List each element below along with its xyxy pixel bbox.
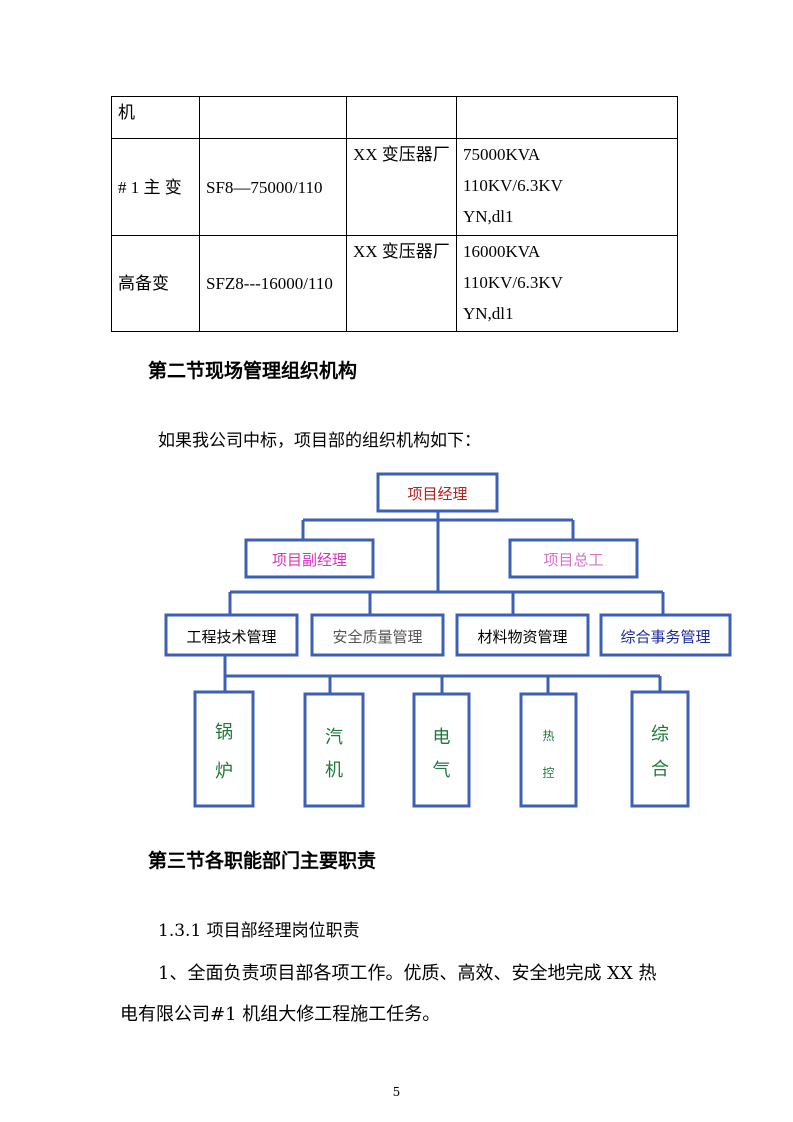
table-cell: 机 <box>111 96 200 139</box>
org-char: 电 <box>433 727 451 748</box>
org-label: 项目副经理 <box>272 551 347 569</box>
org-connectors <box>223 511 665 694</box>
org-char: 炉 <box>215 761 233 782</box>
org-box-level3: 工程技术管理 安全质量管理 材料物资管理 综合事务管理 <box>164 613 732 657</box>
table-cell: XX 变压器厂 <box>346 235 457 332</box>
table-cell: SFZ8---16000/110 <box>199 235 347 332</box>
org-box-root: 项目经理 <box>376 472 499 513</box>
section-title: 第三节各职能部门主要职责 <box>148 850 377 872</box>
table-cell <box>199 96 347 139</box>
org-char: 汽 <box>325 727 343 748</box>
intro-paragraph: 如果我公司中标，项目部的组织机构如下： <box>158 431 481 451</box>
org-box-level2: 项目副经理 项目总工 <box>244 538 639 579</box>
paragraph-line: 1、全面负责项目部各项工作。优质、高效、安全地完成 XX 热 <box>158 963 657 984</box>
org-label: 项目经理 <box>407 485 467 503</box>
org-box-level4: 锅 炉 汽 机 电 气 热 控 综 合 <box>193 690 690 808</box>
org-label: 材料物资管理 <box>477 628 567 646</box>
org-char: 锅 <box>215 722 233 743</box>
org-char: 热 <box>542 729 554 743</box>
org-label: 项目总工 <box>543 551 603 569</box>
table-row: # 1 主 变 SF8—75000/110 XX 变压器厂 75000KVA 1… <box>111 138 678 236</box>
org-char: 控 <box>542 766 554 780</box>
org-char: 综 <box>651 724 669 745</box>
table-row: 高备变 SFZ8---16000/110 XX 变压器厂 16000KVA 11… <box>111 235 678 332</box>
subsection-title: 1.3.1 项目部经理岗位职责 <box>158 921 360 941</box>
equipment-table: 机 # 1 主 变 SF8—75000/110 XX 变压器厂 75000KVA… <box>111 96 678 332</box>
org-char: 机 <box>325 760 343 781</box>
page-number: 5 <box>392 1085 401 1099</box>
section-title: 第二节现场管理组织机构 <box>148 360 358 382</box>
org-char: 气 <box>433 760 451 781</box>
table-cell: # 1 主 变 <box>111 138 200 236</box>
org-label: 工程技术管理 <box>186 628 276 646</box>
org-char: 合 <box>651 759 669 780</box>
table-cell: 高备变 <box>111 235 200 332</box>
paragraph-line: 电有限公司#1 机组大修工程施工任务。 <box>120 1004 441 1025</box>
table-cell: 16000KVA 110KV/6.3KV YN,dl1 <box>456 235 678 332</box>
table-cell: XX 变压器厂 <box>346 138 457 236</box>
table-cell: 75000KVA 110KV/6.3KV YN,dl1 <box>456 138 678 236</box>
table-cell: SF8—75000/110 <box>199 138 347 236</box>
org-label: 安全质量管理 <box>332 628 422 646</box>
org-label: 综合事务管理 <box>620 628 710 646</box>
